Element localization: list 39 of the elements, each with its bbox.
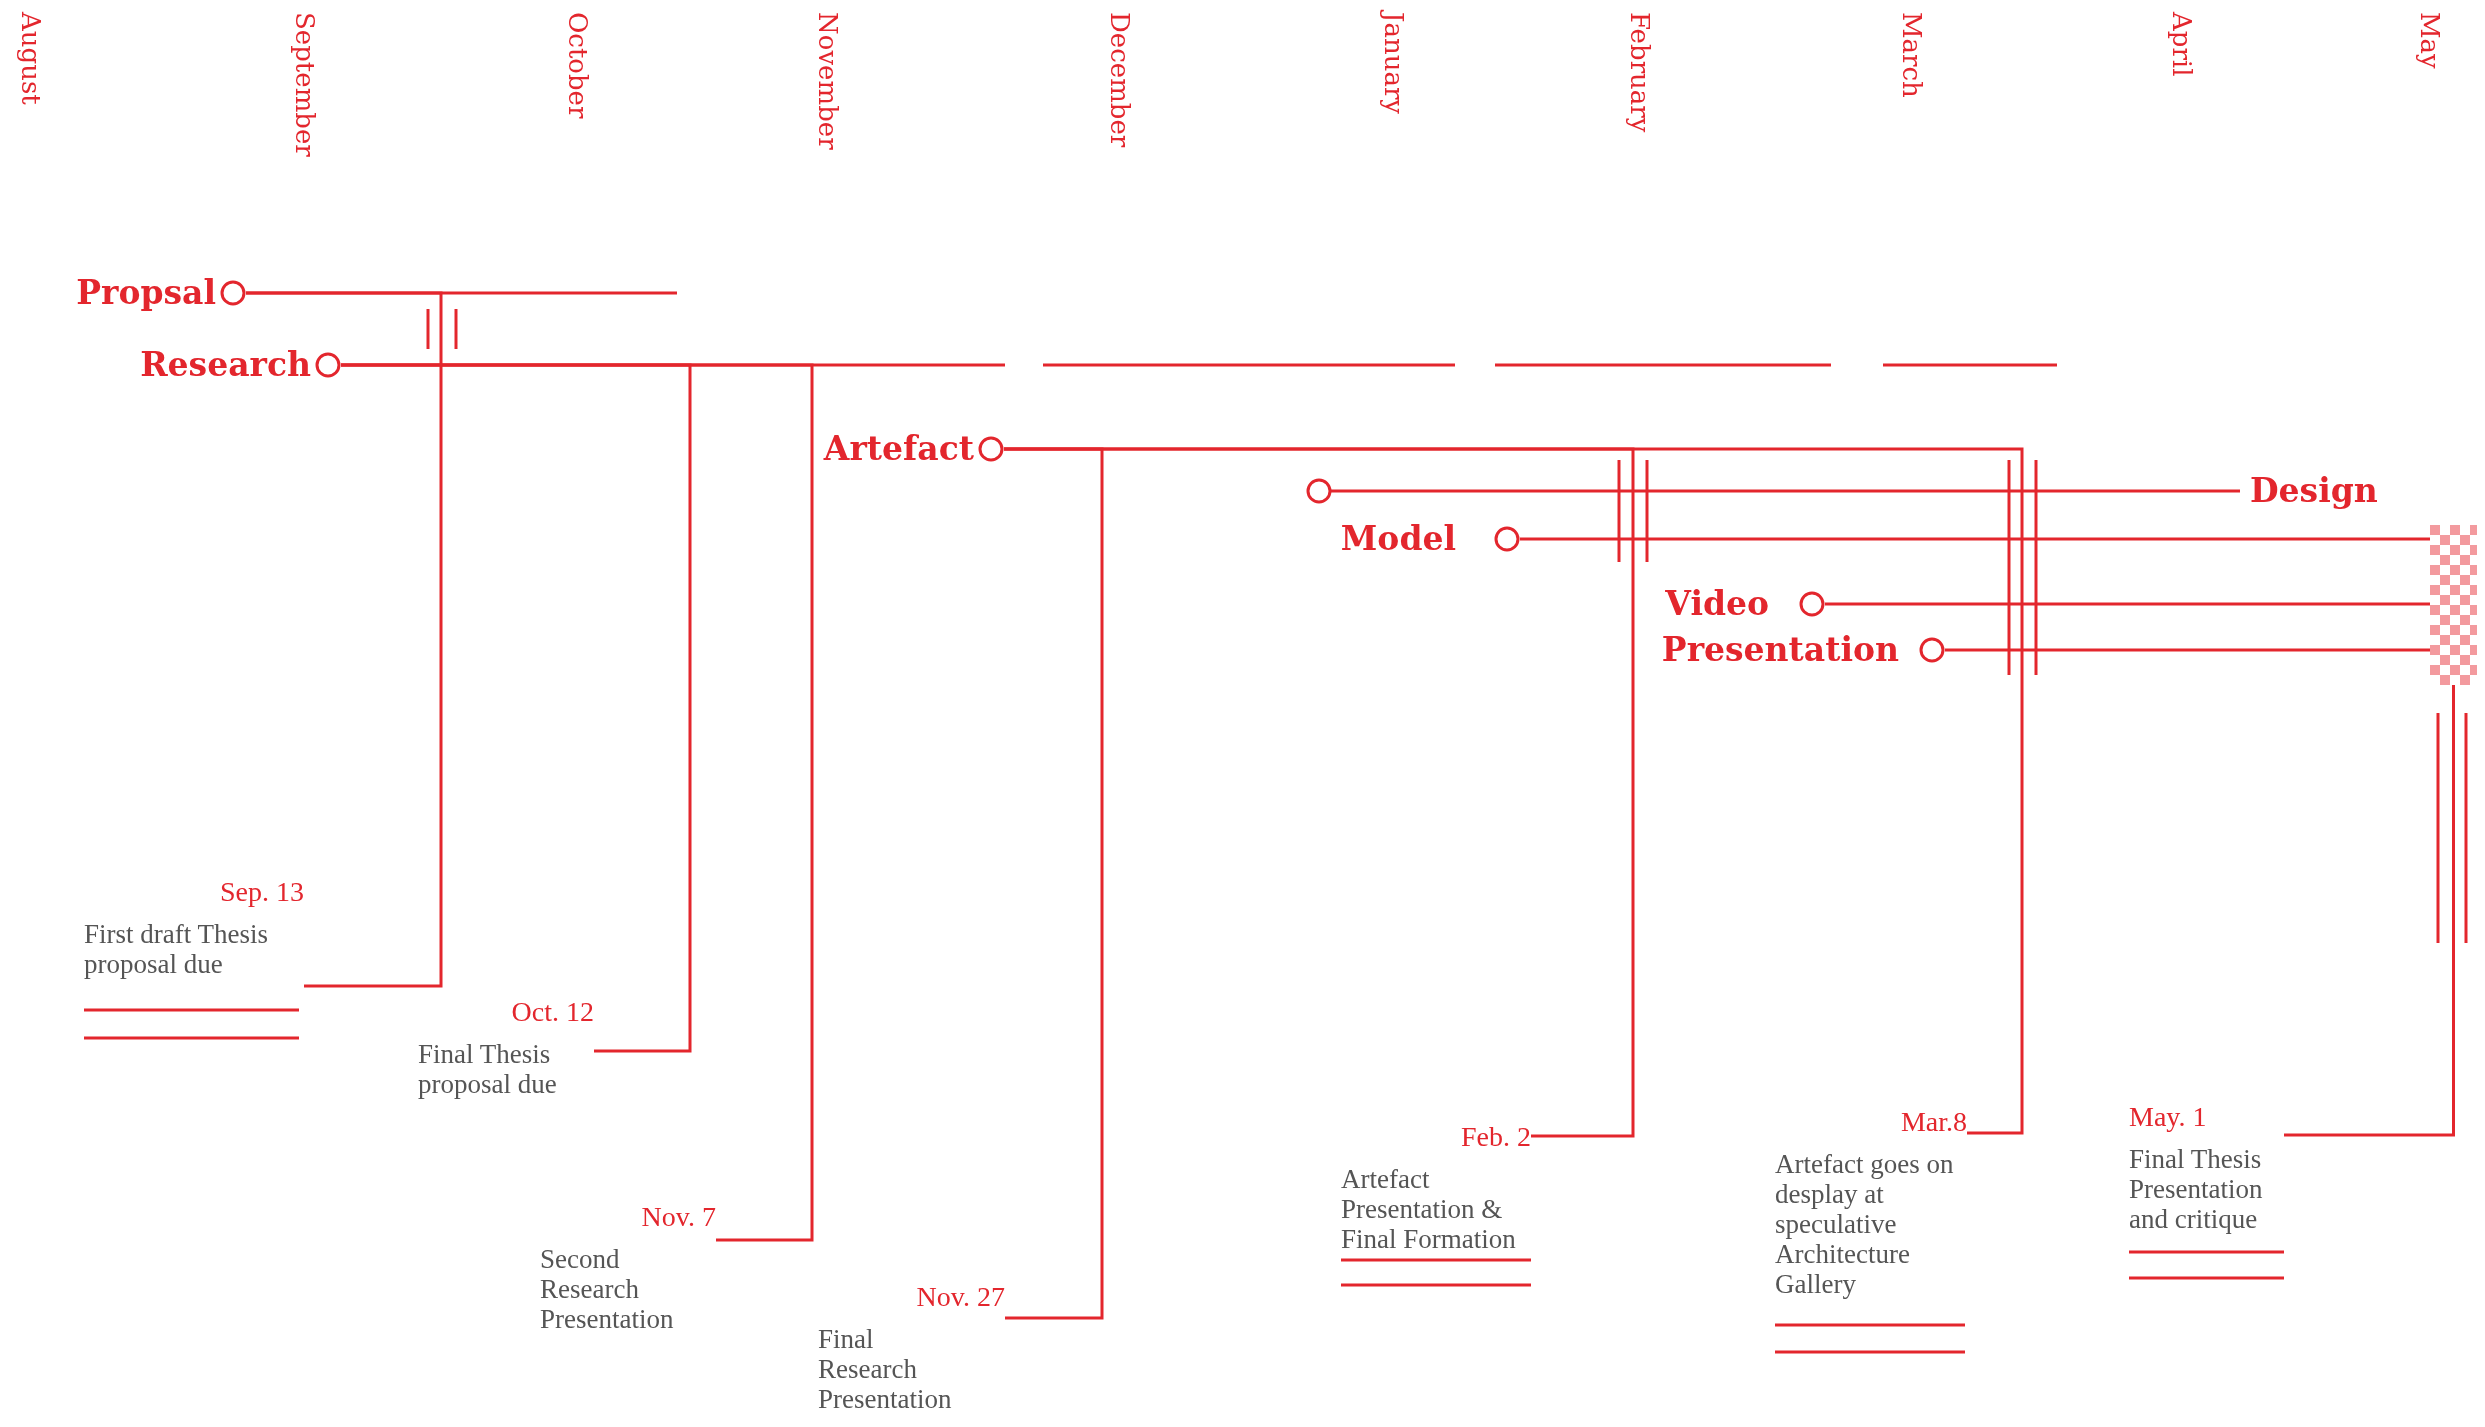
date-label: May. 1 xyxy=(2129,1100,2208,1134)
milestone-description: Artefact Presentation & Final Formation xyxy=(1341,1164,1517,1254)
month-label: January xyxy=(1379,12,1409,115)
connector-line xyxy=(1825,602,2430,606)
month-label: February xyxy=(1625,12,1655,133)
month-label: April xyxy=(2167,12,2197,77)
track-label: Artefact xyxy=(823,429,974,469)
month-label: August xyxy=(16,12,46,105)
milestone-description: Final Thesis proposal due xyxy=(418,1039,558,1099)
month-label: May xyxy=(2415,12,2445,69)
connector-line xyxy=(1004,447,2024,1135)
date-label: Nov. 27 xyxy=(915,1280,1005,1314)
month-label: March xyxy=(1897,12,1927,98)
month-label: September xyxy=(290,12,320,157)
track-label: Presentation xyxy=(1661,630,1899,670)
track-label: Video xyxy=(1665,584,1769,624)
checkered-block xyxy=(2430,525,2477,685)
month-label: December xyxy=(1105,12,1135,148)
track-label: Propsal xyxy=(76,273,216,313)
connector-line xyxy=(341,363,814,1242)
date-label: Mar.8 xyxy=(1899,1105,1967,1139)
date-label: Sep. 13 xyxy=(219,875,304,909)
connector-line xyxy=(1520,537,2430,541)
connector-line xyxy=(2284,685,2455,1137)
milestone-description: Final Thesis Presentation and critique xyxy=(2129,1144,2264,1234)
milestone-description: Artefact goes on desplay at speculative Architecture Gallery xyxy=(1775,1149,1955,1299)
track-label: Research xyxy=(140,345,311,385)
date-label: Oct. 12 xyxy=(510,995,594,1029)
milestone-description: Second Research Presentation xyxy=(540,1244,675,1334)
track-label: Model xyxy=(1340,519,1456,559)
month-label: November xyxy=(813,12,843,150)
milestone-description: Final Research Presentation xyxy=(818,1324,953,1414)
month-label: October xyxy=(563,12,593,119)
connector-line xyxy=(1945,648,2430,652)
date-label: Nov. 7 xyxy=(640,1200,716,1234)
track-label: Design xyxy=(2250,471,2380,511)
milestone-description: First draft Thesis proposal due xyxy=(84,919,269,979)
date-label: Feb. 2 xyxy=(1460,1120,1531,1154)
connector-line xyxy=(246,291,443,988)
